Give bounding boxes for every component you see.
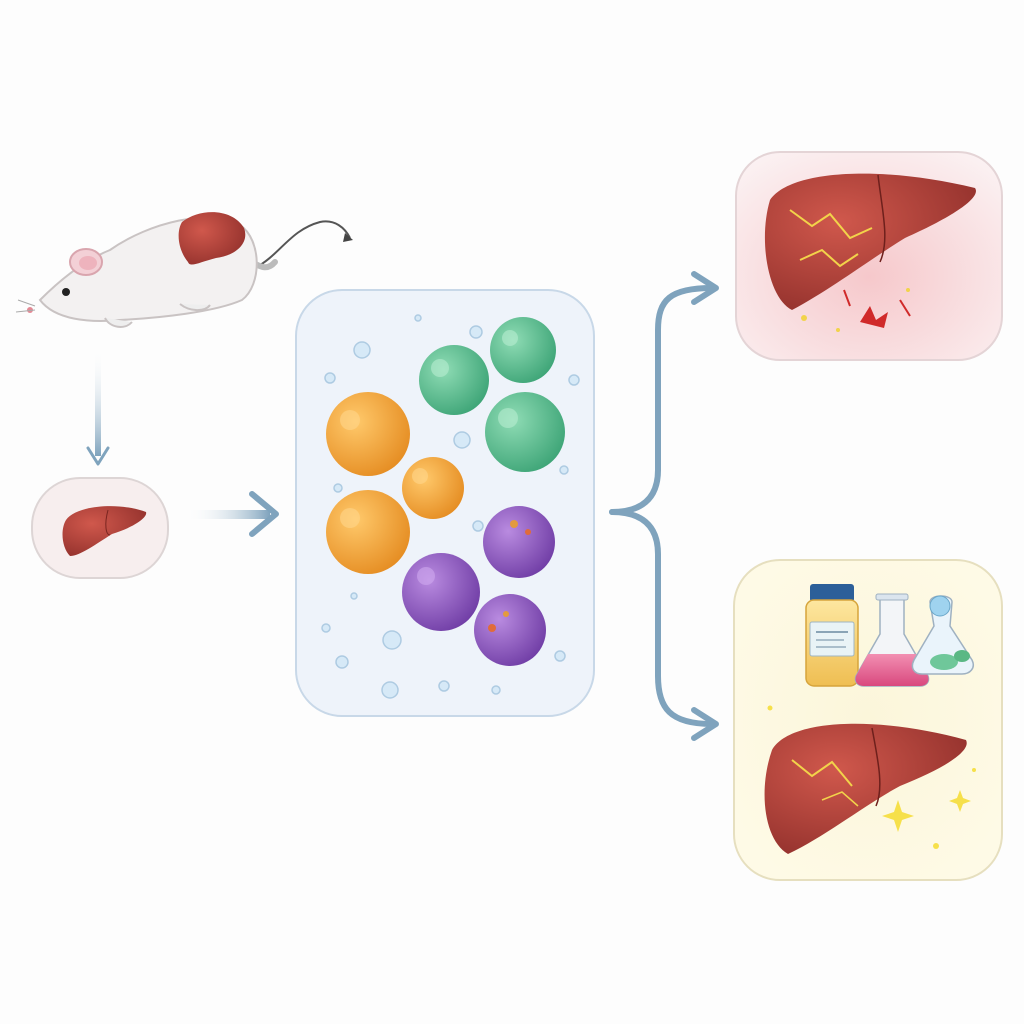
organoid-green-1 <box>419 345 489 415</box>
drug-bottle-icon <box>805 584 859 687</box>
organoid-orange-2 <box>402 457 464 519</box>
flask-pink-icon <box>854 593 930 687</box>
treated-liver-icon <box>764 705 976 854</box>
branch-arrows <box>609 271 719 741</box>
injured-liver-icon <box>764 173 976 332</box>
liver-injury-panel <box>735 151 1003 361</box>
arrow-mouse-to-liver <box>86 348 110 466</box>
organoid-orange-3 <box>326 490 410 574</box>
flask-green-icon <box>911 595 974 675</box>
bubbles <box>321 314 580 699</box>
arrow-liver-to-culture <box>186 491 279 537</box>
organoid-purple-2 <box>402 553 480 631</box>
organoid-green-2 <box>490 317 556 383</box>
organoid-green-3 <box>485 392 565 472</box>
liver-icon <box>62 506 147 556</box>
liver-sample-node <box>31 477 169 579</box>
organoid-purple-1 <box>483 506 555 578</box>
organoid-purple-3 <box>474 594 546 666</box>
organoid-culture-panel <box>295 289 595 717</box>
drug-treatment-panel <box>733 559 1003 881</box>
mouse-icon <box>15 212 353 328</box>
organoid-orange-1 <box>326 392 410 476</box>
